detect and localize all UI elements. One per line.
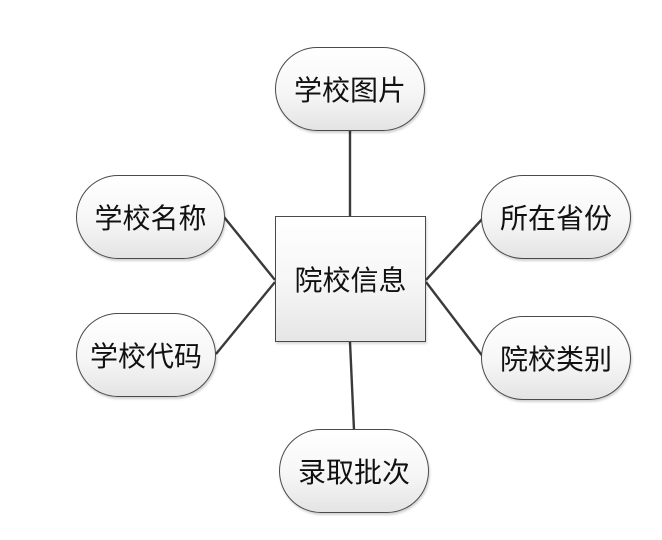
link-school-code xyxy=(215,281,276,355)
link-admission-batch xyxy=(348,341,356,431)
link-school-category xyxy=(425,281,485,359)
link-school-name xyxy=(223,216,276,281)
attr-school-name[interactable]: 学校名称 xyxy=(76,175,225,259)
attr-label: 院校类别 xyxy=(499,343,612,376)
attr-label: 学校图片 xyxy=(293,74,406,107)
attr-label: 学校名称 xyxy=(94,202,207,235)
attr-school-image[interactable]: 学校图片 xyxy=(275,47,425,131)
attr-school-code[interactable]: 学校代码 xyxy=(76,313,216,397)
attr-label: 学校代码 xyxy=(89,340,202,373)
attr-admission-batch[interactable]: 录取批次 xyxy=(279,429,429,513)
entity-label: 院校信息 xyxy=(294,264,407,297)
entity-school-info[interactable]: 院校信息 xyxy=(275,216,426,342)
attr-province[interactable]: 所在省份 xyxy=(481,175,631,259)
attr-label: 所在省份 xyxy=(499,202,612,235)
attr-school-category[interactable]: 院校类别 xyxy=(481,316,631,400)
link-province xyxy=(425,216,485,281)
attr-label: 录取批次 xyxy=(297,456,410,489)
